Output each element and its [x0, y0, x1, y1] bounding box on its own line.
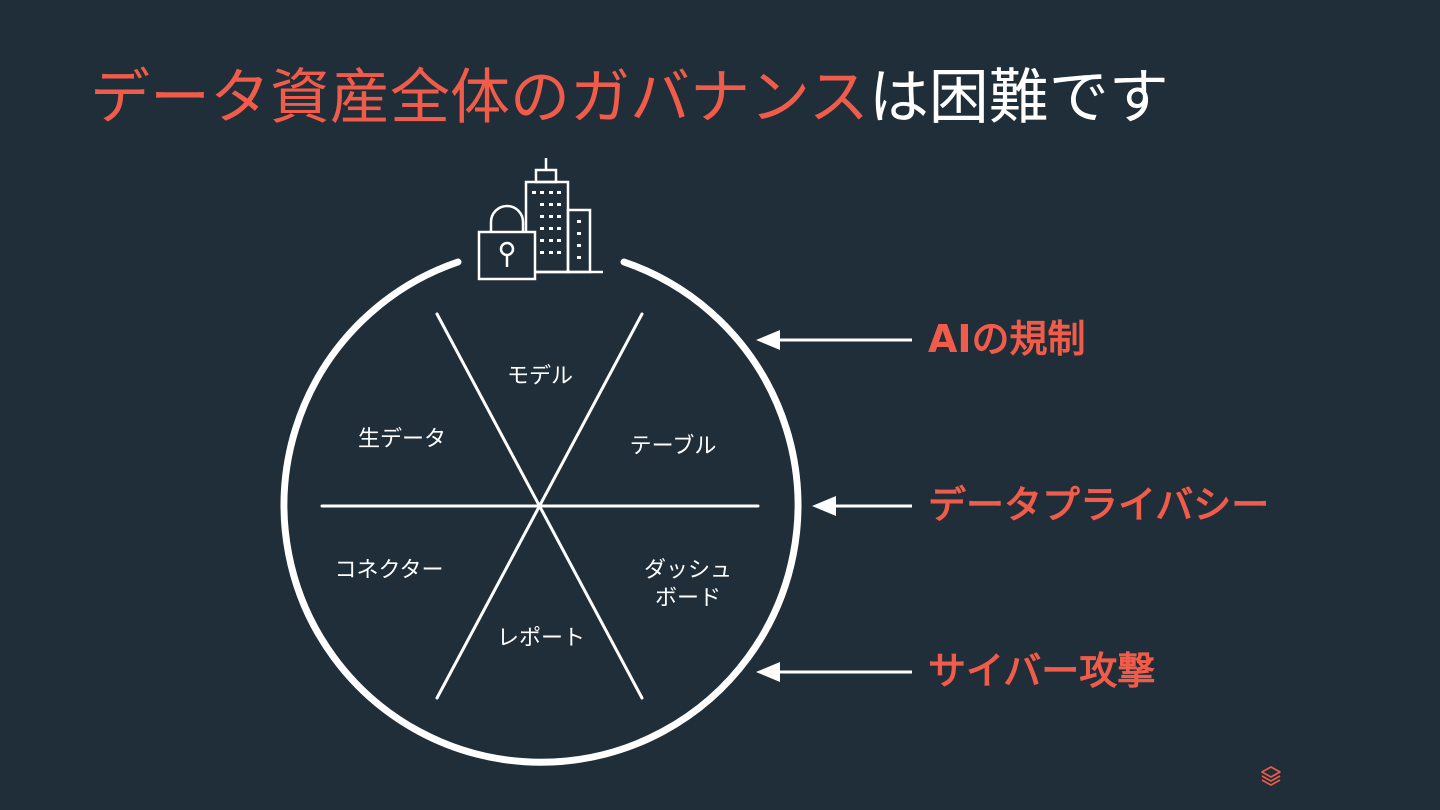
segment-label-reports: レポート: [497, 626, 585, 651]
slide-title: データ資産全体のガバナンスは困難です: [90, 58, 1169, 138]
segment-dividers: [320, 312, 760, 700]
segment-label-dashboards-line1: ダッシュ: [644, 558, 732, 583]
segment-label-dashboards-line2: ボード: [655, 586, 721, 611]
building-windows: [532, 191, 581, 259]
stack-logo-icon: [1261, 766, 1281, 786]
segment-label-raw-data: 生データ: [358, 427, 446, 452]
segment-label-model: モデル: [507, 364, 573, 389]
title-accent: データ資産全体のガバナンス: [90, 63, 869, 133]
threat-label-cyber-attack: サイバー攻撃: [928, 649, 1156, 693]
building-lock-icon: [477, 158, 603, 281]
arrow-ai-regulation: [756, 330, 912, 350]
title-rest: は困難です: [868, 63, 1169, 133]
threat-label-ai-regulation: AIの規制: [928, 317, 1086, 361]
threat-arrows: [756, 330, 912, 682]
segment-label-connectors: コネクター: [334, 558, 443, 583]
segment-label-tables: テーブル: [630, 434, 717, 459]
asset-circle: [280, 258, 802, 766]
threat-label-data-privacy: データプライバシー: [928, 483, 1270, 527]
arrow-data-privacy: [812, 496, 912, 516]
divider-diagonal-b: [435, 312, 644, 700]
arrow-cyber-attack: [756, 662, 912, 682]
